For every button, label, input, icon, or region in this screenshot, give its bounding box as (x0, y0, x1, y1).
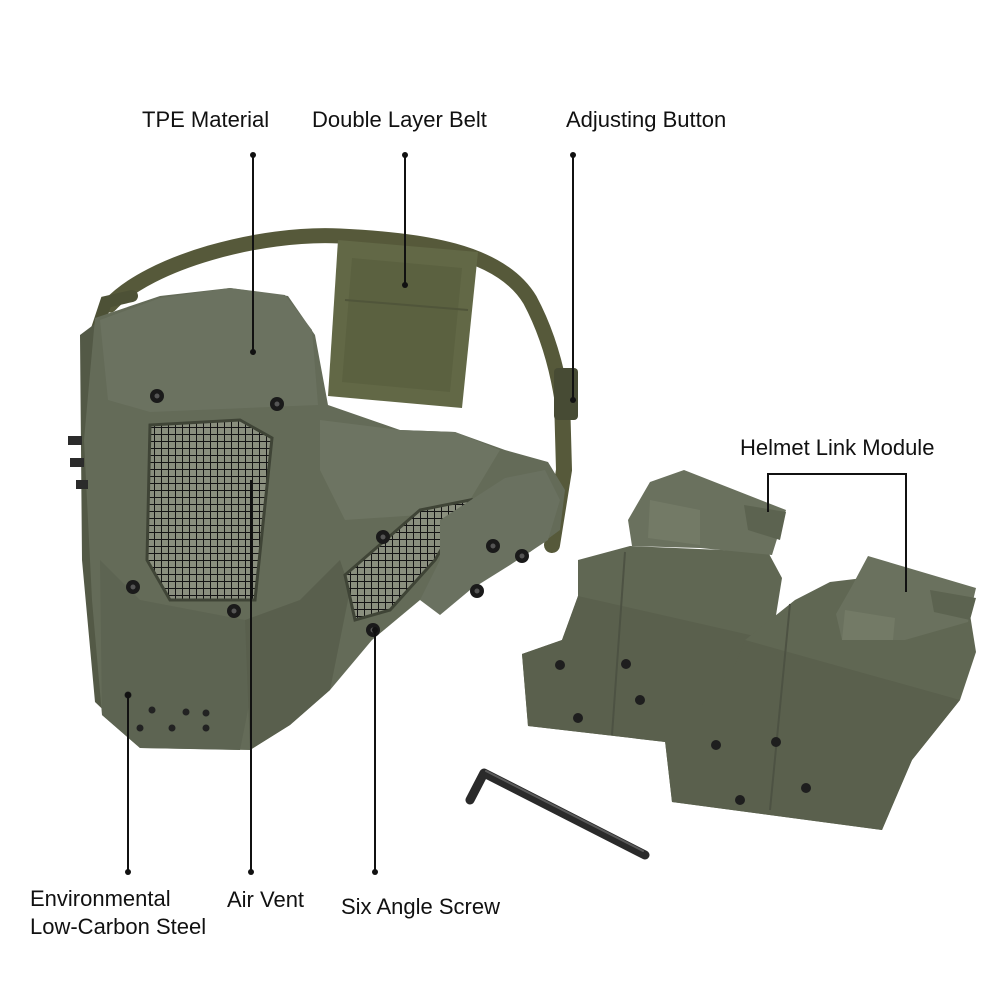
callout-line-tpe-material (250, 152, 256, 355)
label-adjusting-button: Adjusting Button (566, 107, 727, 132)
hex-key-wrench (465, 768, 650, 860)
callout-lines (125, 152, 907, 875)
mask-body (68, 288, 565, 750)
label-environmental-line1: Environmental (30, 886, 171, 911)
callout-line-six-angle-screw (372, 627, 378, 875)
screw-icon (227, 604, 241, 618)
screw-icon (486, 539, 500, 553)
screw-icon (270, 397, 284, 411)
label-environmental-line2: Low-Carbon Steel (30, 914, 207, 939)
label-air-vent: Air Vent (227, 887, 305, 912)
callout-line-helmet-link-module (767, 473, 907, 592)
callout-line-low-carbon-steel (125, 692, 131, 875)
label-double-layer-belt: Double Layer Belt (312, 107, 487, 132)
screw-icon (470, 584, 484, 598)
screw-icon (376, 530, 390, 544)
screw-icon (515, 549, 529, 563)
label-six-angle-screw: Six Angle Screw (341, 894, 500, 919)
screw-icon (126, 580, 140, 594)
adjusting-buckle (554, 368, 578, 420)
callout-line-double-layer-belt (402, 152, 408, 288)
helmet-link-module-2 (664, 556, 976, 830)
callout-line-air-vent (248, 480, 254, 875)
callout-line-adjusting-button (570, 152, 576, 403)
double-layer-belt (328, 240, 478, 408)
screw-icon (150, 389, 164, 403)
label-environmental-low-carbon-steel: Environmental Low-Carbon Steel (30, 885, 206, 941)
front-mesh-vent (145, 418, 274, 602)
label-tpe-material: TPE Material (142, 107, 270, 132)
side-mesh-vent (343, 497, 473, 622)
label-helmet-link-module: Helmet Link Module (740, 435, 935, 460)
